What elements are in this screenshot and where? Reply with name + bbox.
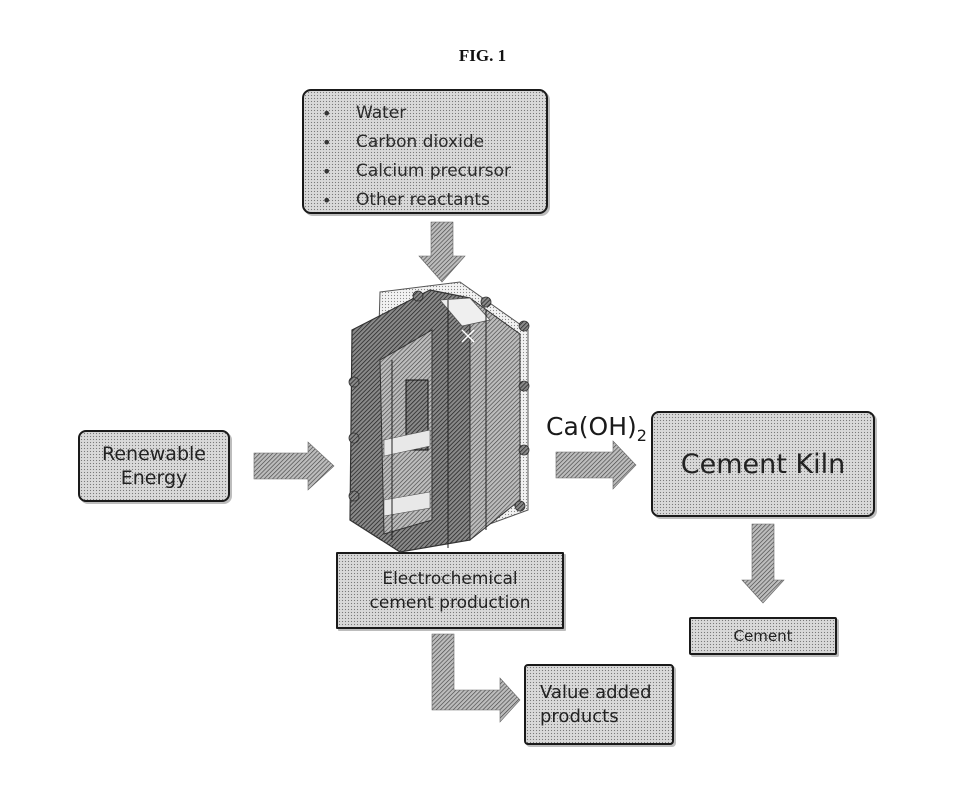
arrow-right-caoh2-icon — [555, 440, 637, 490]
figure-title: FIG. 1 — [458, 46, 507, 65]
arrow-down-kiln-icon — [741, 523, 785, 604]
reactant-label: Water — [356, 103, 407, 123]
caoh2-base: Ca(OH) — [546, 412, 637, 441]
bullet-icon: • — [322, 191, 332, 210]
reactant-item: • Carbon dioxide — [318, 128, 546, 157]
renewable-energy-box: Renewable Energy — [78, 430, 230, 502]
bullet-icon: • — [322, 162, 332, 181]
reactants-box: • Water • Carbon dioxide • Calcium precurso… — [302, 89, 548, 214]
cement-kiln-box: Cement Kiln — [651, 411, 875, 517]
bullet-icon: • — [322, 133, 332, 152]
caoh2-subscript: 2 — [636, 426, 647, 445]
renewable-energy-label-line2: Energy — [120, 467, 188, 489]
bullet-icon: • — [322, 104, 332, 123]
arrow-bent-value-added-icon — [431, 633, 521, 723]
reactant-label: Carbon dioxide — [356, 132, 485, 152]
value-added-label-line1: Value added — [540, 681, 652, 703]
electrochemical-label-line2: cement production — [369, 592, 531, 613]
value-added-label-line2: products — [540, 705, 619, 727]
reactant-item: • Water — [318, 99, 546, 128]
electrochemical-label-line1: Electrochemical — [382, 568, 518, 589]
reactant-label: Other reactants — [356, 190, 490, 210]
reactants-list: • Water • Carbon dioxide • Calcium precurso… — [318, 99, 546, 215]
arrow-down-reactants-icon — [418, 221, 466, 283]
renewable-energy-label-line1: Renewable — [102, 443, 206, 465]
arrow-right-energy-icon — [253, 441, 335, 491]
caoh2-label: Ca(OH)2 — [546, 412, 647, 445]
reactant-label: Calcium precursor — [356, 161, 512, 181]
reactant-item: • Calcium precursor — [318, 157, 546, 186]
reactant-item: • Other reactants — [318, 186, 546, 215]
value-added-products-box: Value added products — [524, 664, 674, 745]
cement-kiln-label: Cement Kiln — [680, 448, 846, 480]
electrochemical-cell-image — [348, 281, 530, 553]
cement-label: Cement — [733, 627, 793, 645]
cement-box: Cement — [689, 617, 837, 655]
electrochemical-production-box: Electrochemical cement production — [336, 552, 564, 629]
